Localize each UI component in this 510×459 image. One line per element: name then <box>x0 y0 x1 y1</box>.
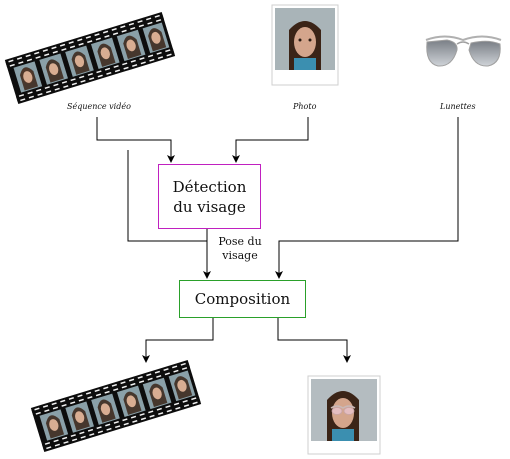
face-detection-line1: Détection <box>172 177 247 196</box>
arrow-glasses-to-composition <box>275 117 459 279</box>
glasses-label: Lunettes <box>440 102 476 111</box>
video-sequence-label: Séquence vidéo <box>67 102 131 111</box>
photo-label: Photo <box>293 102 317 111</box>
arrow-video-to-composition <box>127 150 211 279</box>
arrow-composition-to-video-output <box>142 318 214 363</box>
face-pose-line1: Pose du <box>218 235 262 248</box>
output-photo-image <box>307 375 381 455</box>
arrow-composition-to-photo-output <box>277 318 351 363</box>
input-video-filmstrip-image <box>4 12 176 104</box>
face-detection-line2: du visage <box>173 197 246 216</box>
input-glasses-image <box>425 35 502 67</box>
arrow-video-to-detection <box>96 117 175 163</box>
input-photo-image <box>271 4 339 86</box>
face-detection-box: Détection du visage <box>158 164 261 229</box>
face-pose-label: Pose du visage <box>212 235 268 263</box>
composition-label: Composition <box>194 290 291 308</box>
connector-lines <box>96 117 459 363</box>
composition-box: Composition <box>179 280 306 318</box>
output-video-filmstrip-image <box>30 360 202 452</box>
arrow-photo-to-detection <box>232 117 309 163</box>
face-pose-line2: visage <box>222 249 258 262</box>
